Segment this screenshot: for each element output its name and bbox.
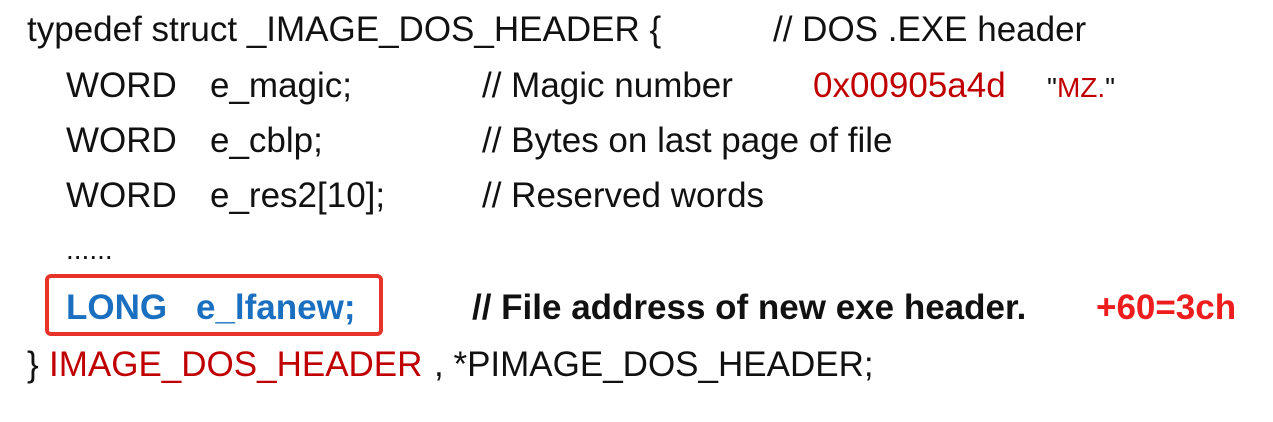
field-type-magic: WORD [66, 66, 177, 105]
pointer-typedef: , *PIMAGE_DOS_HEADER; [434, 345, 874, 384]
field-comment-lfanew: // File address of new exe header. [472, 288, 1027, 327]
field-comment-res2: // Reserved words [482, 176, 765, 215]
field-name-magic: e_magic; [210, 66, 353, 105]
lfanew-offset: +60=3ch [1096, 288, 1237, 327]
field-type-lfanew: LONG [66, 288, 168, 327]
field-type-res2: WORD [66, 176, 177, 215]
typedef-name: IMAGE_DOS_HEADER [49, 345, 423, 384]
highlight-box [45, 274, 383, 336]
field-comment-cblp: // Bytes on last page of file [482, 121, 893, 160]
struct-declaration: typedef struct _IMAGE_DOS_HEADER { [27, 10, 662, 49]
field-type-cblp: WORD [66, 121, 177, 160]
field-name-res2: e_res2[10]; [210, 176, 386, 215]
field-name-cblp: e_cblp; [210, 121, 323, 160]
magic-number-note: "MZ." [1047, 72, 1116, 103]
closing-brace: } [27, 345, 39, 384]
field-comment-magic: // Magic number [482, 66, 733, 105]
ellipsis: ...... [66, 234, 113, 265]
struct-comment: // DOS .EXE header [773, 10, 1087, 49]
magic-number-value: 0x00905a4d [813, 66, 1006, 105]
field-name-lfanew: e_lfanew; [196, 288, 356, 327]
